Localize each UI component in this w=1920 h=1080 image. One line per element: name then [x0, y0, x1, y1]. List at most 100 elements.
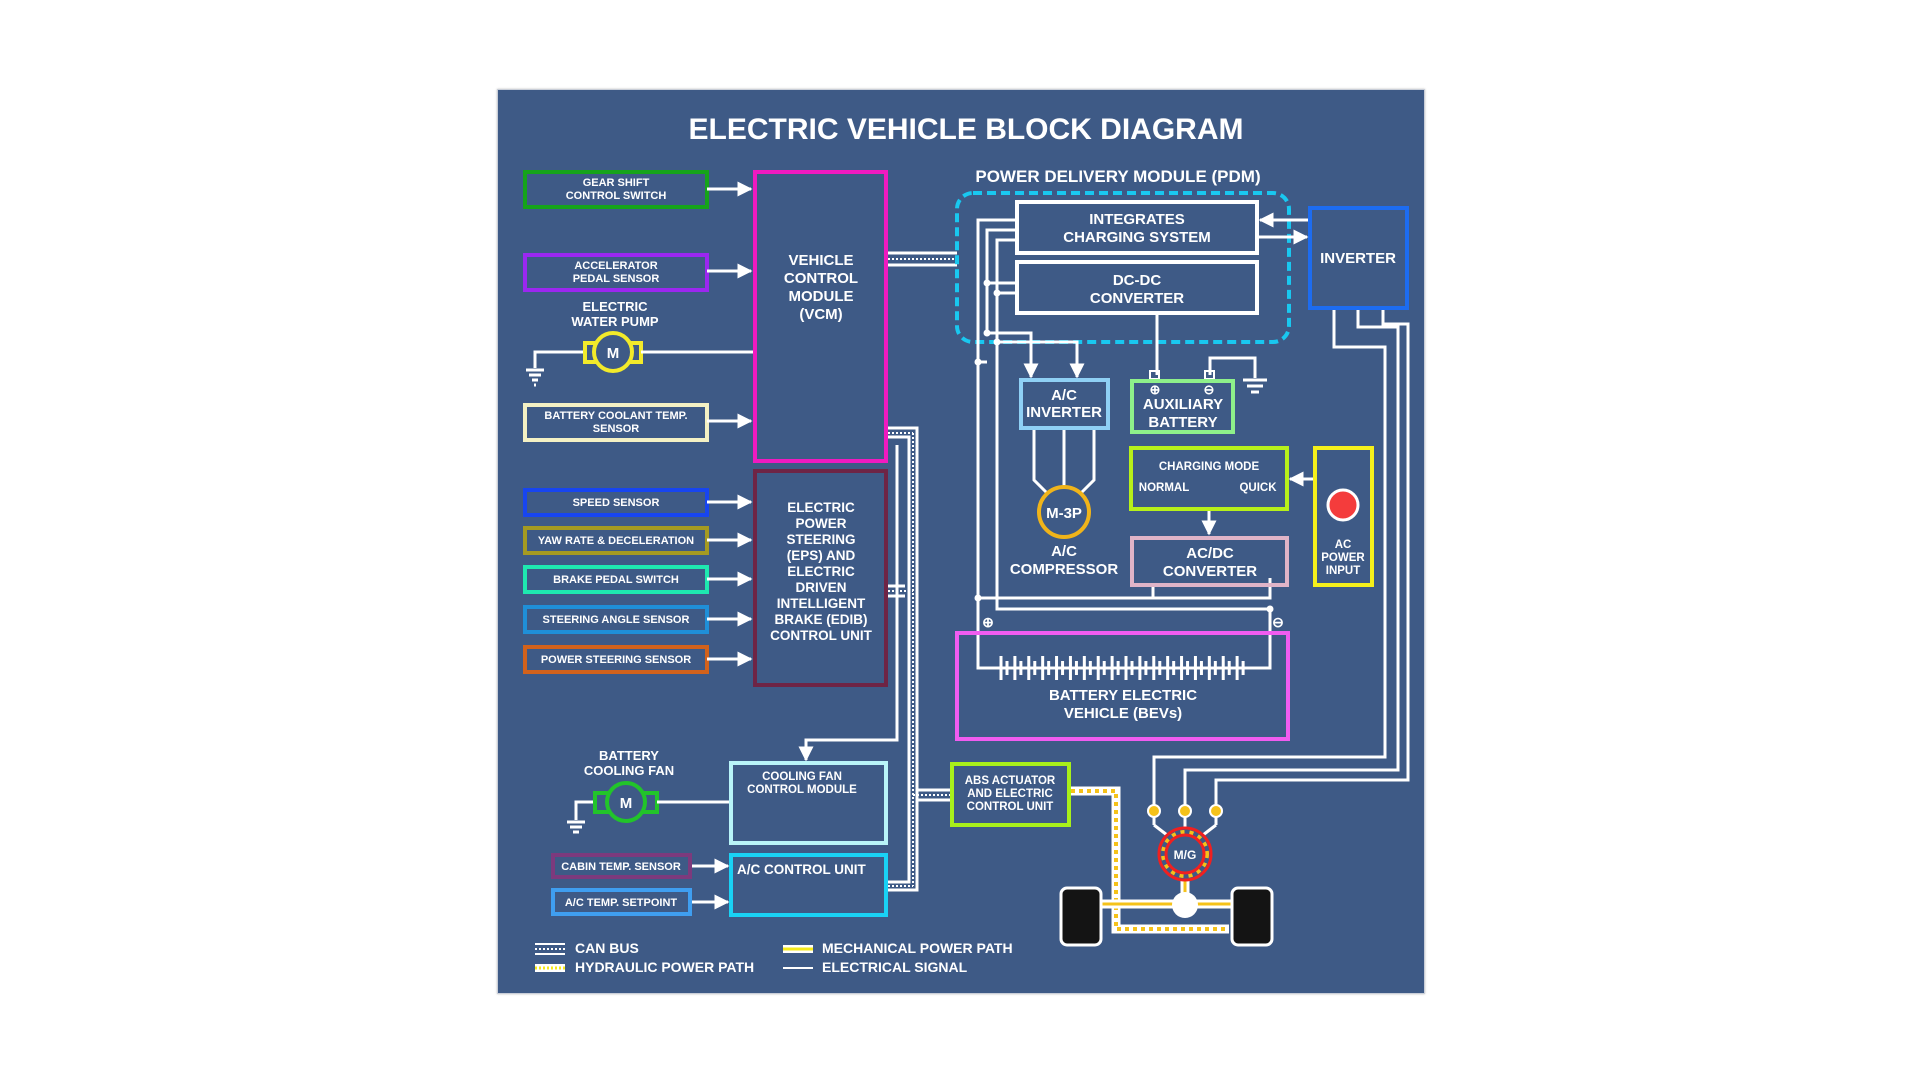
power-indicator-icon — [1326, 488, 1360, 522]
ac-power-input[interactable]: AC POWER INPUT — [1313, 446, 1374, 587]
svg-text:M: M — [620, 795, 633, 812]
input-accelerator[interactable]: ACCELERATOR PEDAL SENSOR — [523, 253, 709, 292]
ac-compressor[interactable]: M-3P A/C COMPRESSOR — [1010, 430, 1119, 578]
legend-electrical-label: ELECTRICAL SIGNAL — [822, 959, 968, 975]
water-pump-label-1: ELECTRIC — [583, 299, 649, 314]
bev-battery-pack[interactable]: ⊕ ⊖ BATTERY ELECTRIC VEHICLE (BEVs) — [955, 614, 1290, 741]
inverter-to-mg-wiring — [1152, 310, 1410, 805]
input-steering-angle[interactable]: STEERING ANGLE SENSOR — [523, 605, 709, 634]
charging-system-label-2: CHARGING SYSTEM — [1063, 229, 1211, 246]
cooling-module-label-1: COOLING FAN — [762, 771, 842, 783]
mg-label: M/G — [1174, 848, 1197, 862]
yaw-rate-label: YAW RATE & DECELERATION — [538, 535, 694, 547]
integrated-charging-system[interactable]: INTEGRATES CHARGING SYSTEM — [1015, 200, 1259, 255]
hydraulic-path — [1071, 786, 1229, 934]
ac-control-unit[interactable]: A/C CONTROL UNIT — [729, 853, 888, 917]
vehicle-control-module[interactable]: VEHICLE CONTROL MODULE (VCM) — [753, 170, 888, 463]
setpoint-box — [551, 888, 692, 916]
legend-hydraulic-label: HYDRAULIC POWER PATH — [575, 959, 754, 975]
bev-plus-icon: ⊕ — [982, 614, 994, 630]
charging-mode[interactable]: CHARGING MODE NORMAL QUICK — [1129, 446, 1289, 511]
input-ac-setpoint[interactable]: A/C TEMP. SETPOINT — [551, 888, 692, 916]
bev-minus-icon: ⊖ — [1272, 614, 1284, 630]
eps-inputs: SPEED SENSOR YAW RATE & DECELERATION BRA… — [523, 488, 753, 674]
accelerator-label-1: ACCELERATOR — [574, 260, 657, 272]
differential-icon — [1172, 892, 1198, 918]
input-yaw-rate[interactable]: YAW RATE & DECELERATION — [523, 526, 709, 555]
legend-can-bus-label: CAN BUS — [575, 940, 639, 956]
dcdc-converter[interactable]: DC-DC CONVERTER — [1015, 260, 1259, 315]
abs-label-2: AND ELECTRIC — [967, 788, 1053, 800]
legend-can-bus: CAN BUS — [535, 940, 639, 956]
charging-mode-quick[interactable]: QUICK — [1239, 482, 1277, 494]
pdm-wiring — [974, 218, 1274, 670]
eps-label-8: BRAKE (EDIB) — [775, 612, 868, 627]
cabin-sensor-label: CABIN TEMP. SENSOR — [561, 861, 681, 873]
eps-label-4: (EPS) AND — [787, 548, 856, 563]
aux-battery-box — [1130, 379, 1235, 434]
input-cabin-temp[interactable]: CABIN TEMP. SENSOR — [551, 853, 692, 879]
pdm-title: POWER DELIVERY MODULE (PDM) — [975, 167, 1260, 186]
input-gear-shift[interactable]: GEAR SHIFT CONTROL SWITCH — [523, 170, 709, 209]
bev-label-2: VEHICLE (BEVs) — [1064, 705, 1182, 722]
charging-system-label-1: INTEGRATES — [1089, 211, 1185, 228]
ac-input-label-1: AC — [1335, 539, 1352, 551]
ac-inverter[interactable]: A/C INVERTER — [1019, 378, 1110, 430]
ac-input-label-3: INPUT — [1326, 565, 1361, 577]
dcdc-label-2: CONVERTER — [1090, 290, 1184, 307]
cooling-module-box — [729, 761, 888, 845]
auxiliary-battery[interactable]: ⊕ ⊖ AUXILIARY BATTERY — [1130, 370, 1235, 434]
diagram-title: ELECTRIC VEHICLE BLOCK DIAGRAM — [689, 113, 1244, 146]
power-steering-label: POWER STEERING SENSOR — [541, 654, 691, 666]
input-brake-pedal[interactable]: BRAKE PEDAL SWITCH — [523, 565, 709, 594]
brake-pedal-label: BRAKE PEDAL SWITCH — [553, 574, 679, 586]
diagram-panel — [497, 89, 1425, 994]
aux-minus-icon: ⊖ — [1204, 382, 1215, 397]
inverter[interactable]: INVERTER — [1308, 206, 1409, 310]
inverter-box — [1308, 206, 1409, 310]
legend-mechanical-label: MECHANICAL POWER PATH — [822, 940, 1013, 956]
eps-label-3: STEERING — [786, 532, 855, 547]
steering-angle-label: STEERING ANGLE SENSOR — [543, 614, 690, 626]
eps-label-6: DRIVEN — [795, 580, 846, 595]
inverter-label: INVERTER — [1320, 250, 1396, 267]
left-wheel-icon — [1059, 886, 1103, 947]
battery-cells-icon — [988, 656, 1258, 680]
compressor-motor-icon — [1037, 485, 1091, 539]
acdc-converter[interactable]: AC/DC CONVERTER — [1130, 536, 1289, 587]
compressor-label-1: A/C — [1051, 543, 1077, 560]
ac-control-box — [729, 853, 888, 917]
legend-mechanical: MECHANICAL POWER PATH — [783, 940, 1013, 956]
input-battery-coolant[interactable]: BATTERY COOLANT TEMP. SENSOR — [523, 403, 709, 442]
dcdc-box — [1015, 260, 1259, 315]
dcdc-label-1: DC-DC — [1113, 272, 1161, 289]
compressor-label-2: COMPRESSOR — [1010, 561, 1119, 578]
aux-battery-label-2: BATTERY — [1148, 414, 1217, 431]
abs-actuator-control-unit[interactable]: ABS ACTUATOR AND ELECTRIC CONTROL UNIT — [950, 762, 1071, 827]
bev-battery-box — [955, 631, 1290, 741]
cooling-fan-label-1: BATTERY — [599, 748, 659, 763]
input-power-steering[interactable]: POWER STEERING SENSOR — [523, 645, 709, 674]
eps-label-5: ELECTRIC — [787, 564, 855, 579]
abs-label-1: ABS ACTUATOR — [965, 775, 1056, 787]
eps-box — [753, 469, 888, 687]
water-pump-motor-icon: M — [526, 331, 754, 387]
eps-edib-control-unit[interactable]: ELECTRIC POWER STEERING (EPS) AND ELECTR… — [753, 469, 888, 687]
cabin-sensor-box — [551, 853, 692, 879]
input-speed-sensor[interactable]: SPEED SENSOR — [523, 488, 709, 517]
acdc-label-2: CONVERTER — [1163, 563, 1257, 580]
drivetrain: M/G — [1059, 804, 1274, 947]
cooling-fan-control-module[interactable]: COOLING FAN CONTROL MODULE — [729, 761, 888, 845]
charging-system-box — [1015, 200, 1259, 255]
aux-battery-label-1: AUXILIARY — [1143, 396, 1223, 413]
ac-control-label: A/C CONTROL UNIT — [737, 862, 866, 877]
abs-label-3: CONTROL UNIT — [967, 801, 1054, 813]
ac-inverter-box — [1019, 378, 1110, 430]
cooling-fan-label-2: COOLING FAN — [584, 763, 674, 778]
coolant-label-1: BATTERY COOLANT TEMP. — [544, 410, 687, 422]
water-pump-label-2: WATER PUMP — [571, 314, 658, 329]
charging-mode-normal[interactable]: NORMAL — [1139, 482, 1189, 494]
vcm-label-3: MODULE — [789, 288, 854, 305]
motor-generator-icon[interactable]: M/G — [1157, 826, 1213, 882]
ac-power-input-box — [1313, 446, 1374, 587]
